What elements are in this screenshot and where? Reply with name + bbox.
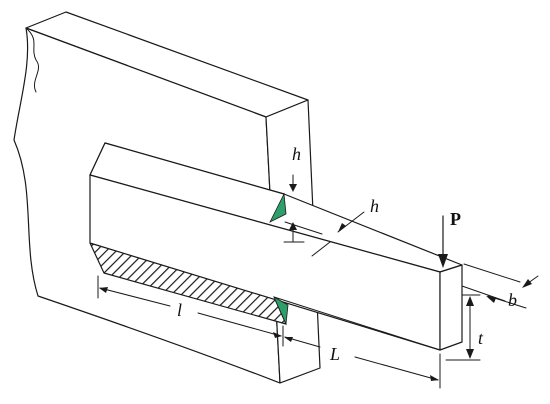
- upper-weld-root: [269, 192, 287, 223]
- label-weld-length-l: l: [177, 300, 182, 320]
- label-load-p: P: [450, 209, 461, 229]
- dimension-l: l: [97, 275, 284, 347]
- label-thickness-t: t: [478, 328, 484, 348]
- load-arrow-p: P: [438, 209, 461, 268]
- cantilever-bar: [89, 142, 463, 351]
- bar-bottom-edge: [273, 296, 441, 351]
- dimension-h-vertical: h: [283, 144, 323, 243]
- label-h-diagonal: h: [370, 196, 379, 216]
- label-overhang-length-L: L: [329, 344, 340, 364]
- dimension-t: t: [445, 294, 484, 361]
- dimension-b: b: [461, 263, 539, 310]
- dimension-h-diagonal: h: [311, 196, 379, 257]
- lower-weld-root: [273, 296, 289, 326]
- bar-end-face: [439, 264, 463, 351]
- label-h-vertical: h: [292, 144, 301, 164]
- support-plate-break-line: [25, 27, 40, 93]
- dimension-L: L: [284, 336, 441, 389]
- label-width-b: b: [508, 290, 517, 310]
